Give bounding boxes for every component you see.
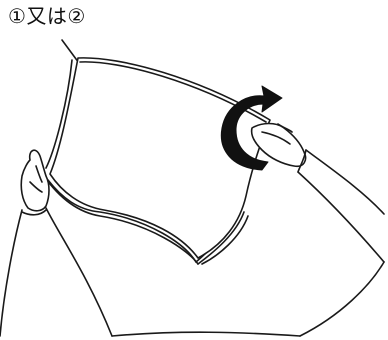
left-arm xyxy=(0,208,112,336)
left-hand xyxy=(21,150,49,211)
right-hand xyxy=(252,124,306,167)
